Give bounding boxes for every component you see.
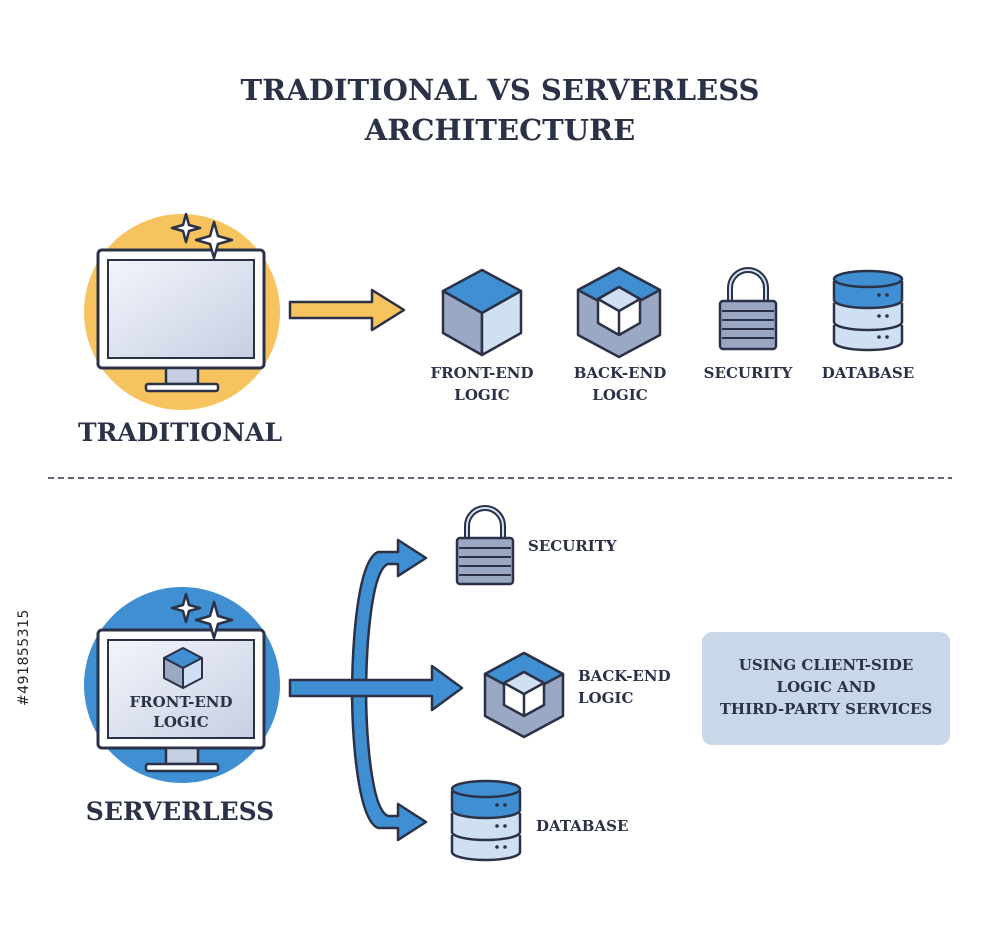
label-line: FRONT-END (129, 693, 233, 711)
front-end-cube-icon (441, 268, 523, 357)
back-end-logic-label: BACK-END LOGIC (550, 362, 690, 406)
sparkle-icon (170, 592, 234, 640)
front-end-logic-label: FRONT-END LOGIC (412, 362, 552, 406)
note-line: LOGIC AND (776, 678, 876, 696)
security-label: SECURITY (703, 364, 793, 382)
arrow-right-icon (288, 288, 406, 332)
sparkle-icon (170, 212, 234, 260)
label-line: FRONT-END (430, 364, 534, 382)
stock-id-watermark: #491855315 (16, 609, 32, 706)
note-box (702, 632, 950, 745)
back-end-hollow-cube-icon (483, 651, 565, 739)
page-title-line1: TRADITIONAL VS SERVERLESS (240, 73, 760, 107)
branch-arrows-icon (288, 538, 464, 842)
label-line: LOGIC (592, 386, 648, 404)
traditional-monitor-icon (84, 214, 280, 410)
database-icon (450, 779, 522, 862)
label-line: BACK-END (578, 667, 671, 685)
database-label: DATABASE (821, 364, 915, 382)
page-title-line2: ARCHITECTURE (364, 113, 636, 147)
label-line: LOGIC (578, 689, 634, 707)
small-cube-icon (163, 647, 203, 689)
padlock-icon (455, 505, 515, 586)
database-icon (832, 269, 904, 352)
serverless-heading: SERVERLESS (85, 797, 275, 826)
padlock-icon (718, 267, 778, 351)
label-line: BACK-END (573, 364, 667, 382)
back-end-hollow-cube-icon (576, 266, 662, 359)
serverless-database-label: DATABASE (536, 817, 629, 835)
serverless-security-label: SECURITY (528, 537, 617, 555)
note-line: USING CLIENT-SIDE (738, 656, 914, 674)
serverless-back-end-label: BACK-END LOGIC (578, 665, 671, 709)
note-text: USING CLIENT-SIDE LOGIC AND THIRD-PARTY … (702, 654, 950, 720)
monitor-front-end-logic-label: FRONT-END LOGIC (111, 692, 251, 732)
label-line: LOGIC (153, 713, 209, 731)
note-line: THIRD-PARTY SERVICES (719, 700, 933, 718)
traditional-heading: TRADITIONAL (77, 418, 283, 447)
label-line: LOGIC (454, 386, 510, 404)
page-title: TRADITIONAL VS SERVERLESS ARCHITECTURE (150, 70, 850, 150)
